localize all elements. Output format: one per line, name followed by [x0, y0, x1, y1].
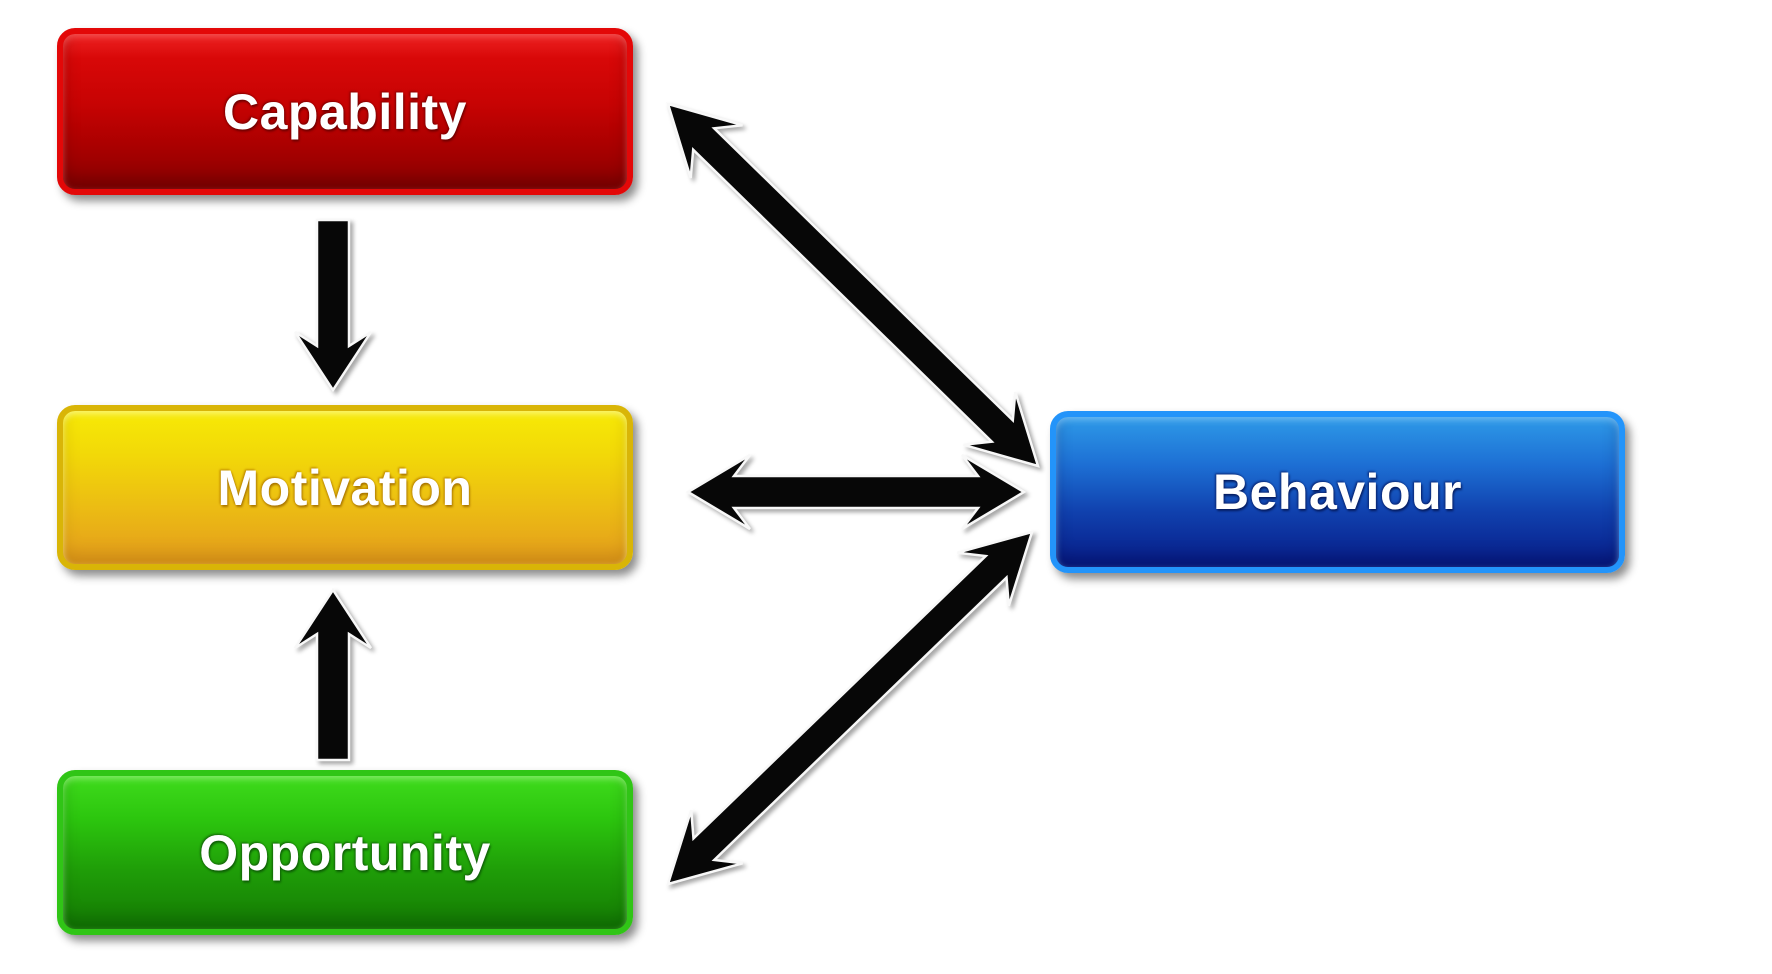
arrow-motivation-behaviour [685, 453, 1027, 531]
arrow-capability-behaviour [666, 102, 1040, 468]
arrow-capability-motivation [293, 218, 373, 393]
node-opportunity: Opportunity [57, 770, 633, 935]
node-motivation: Motivation [57, 405, 633, 570]
node-capability-label: Capability [223, 83, 467, 140]
node-motivation-label: Motivation [217, 459, 473, 516]
node-opportunity-label: Opportunity [199, 824, 491, 881]
node-capability: Capability [57, 28, 633, 195]
arrow-opportunity-motivation [293, 587, 373, 762]
arrow-opportunity-behaviour [666, 530, 1034, 886]
node-behaviour-label: Behaviour [1212, 464, 1462, 520]
node-behaviour: Behaviour [1050, 411, 1625, 573]
